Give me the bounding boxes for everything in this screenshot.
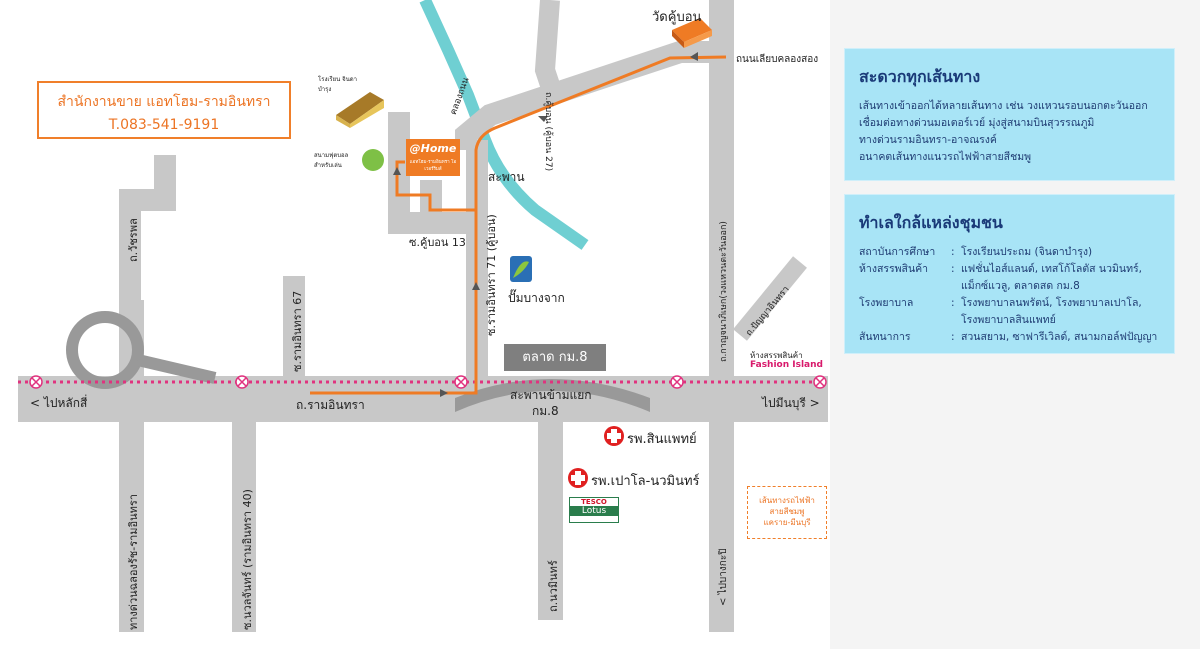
tesco-text: TESCO xyxy=(581,498,607,506)
mall-label: ห้างสรรพสินค้า xyxy=(750,351,803,360)
bridge-label: สะพาน xyxy=(488,170,525,184)
row-colon: : xyxy=(951,263,955,275)
row-key: ห้างสรรพสินค้า xyxy=(859,263,929,275)
convenience-title: สะดวกทุกเส้นทาง xyxy=(859,67,981,86)
to-laksi-label: < ไปหลักสี่ xyxy=(30,396,88,410)
row-key: โรงพยาบาล xyxy=(859,297,914,309)
khubon27-label: ถ.คู้บอน (คู้บอน 27) xyxy=(543,92,553,172)
khubon13-road xyxy=(388,112,410,217)
nawalchan-road xyxy=(232,420,256,632)
bts-line2: สายสีชมพู xyxy=(769,507,805,516)
nawalchan-label: ซ.นวลจันทร์ (รามอินทรา 40) xyxy=(241,489,254,630)
nawamin-road xyxy=(538,420,563,620)
convenience-line-4: อนาคตเส้นทางแนวรถไฟฟ้าสายสีชมพู xyxy=(859,151,1032,163)
community-row-mall: ห้างสรรพสินค้า : แฟชั่นไอส์แลนด์, เทสโก้… xyxy=(859,261,1160,295)
hospital-label-1: รพ.สินแพทย์ xyxy=(627,432,697,447)
kanchanaphisek-label: ถ.กาญจนาภิเษก(วงแหวนตะวันออก) xyxy=(719,221,729,362)
nawamin-label: ถ.นวมินทร์ xyxy=(547,560,560,612)
home-logo-title: @Home xyxy=(409,142,457,155)
row-value: โรงพยาบาลนพรัตน์, โรงพยาบาลเปาโล, โรงพยา… xyxy=(961,297,1142,326)
bts-line3: แคราย-มีนบุรี xyxy=(763,518,811,527)
community-row-recreation: สันทนาการ : สวนสยาม, ซาฟารีเวิลด์, สนามก… xyxy=(859,329,1160,346)
community-row-education: สถาบันการศึกษา : โรงเรียนประถม (จินดาบำร… xyxy=(859,244,1160,261)
hospital-label-2: รพ.เปาโล-นวมินทร์ xyxy=(591,474,700,489)
to-minburi-label: ไปมีนบุรี > xyxy=(762,396,820,410)
fashion-island-logo: Fashion Island xyxy=(750,360,823,370)
home-logo-sub: แอทโฮม-รามอินทรา โอเวอร์ริมส์ xyxy=(409,160,457,172)
convenience-line-2: เชื่อมต่อทางด่วนมอเตอร์เวย์ มุ่งสู่สนามบ… xyxy=(859,117,1095,129)
bts-line1: เส้นทางรถไฟฟ้า xyxy=(759,496,815,505)
soi-ramintra67-road xyxy=(283,276,305,378)
sales-office-box: สำนักงานขาย แอทโฮม-รามอินทรา T.083-541-9… xyxy=(37,81,291,139)
row-value: แฟชั่นไอส์แลนด์, เทสโก้โลตัส นวมินทร์, แ… xyxy=(961,263,1143,292)
community-row-hospital: โรงพยาบาล : โรงพยาบาลนพรัตน์, โรงพยาบาลเ… xyxy=(859,295,1160,329)
soi-ramintra67-label: ซ.รามอินทรา 67 xyxy=(291,290,304,372)
ramintra-road xyxy=(18,376,828,422)
row-key: สถาบันการศึกษา xyxy=(859,246,936,258)
khubon13-road-h xyxy=(388,212,478,234)
route-line xyxy=(310,55,727,395)
khubon27-road xyxy=(534,0,565,104)
row-key: สันทนาการ xyxy=(859,331,911,343)
row-value: สวนสยาม, ซาฟารีเวิลด์, สนามกอล์ฟปัญญา xyxy=(961,331,1158,343)
school-building xyxy=(336,92,384,128)
sales-title: สำนักงานขาย แอทโฮม-รามอินทรา xyxy=(57,94,271,110)
wacharaphon-label: ถ.วัชรพล xyxy=(127,218,140,262)
row-colon: : xyxy=(951,331,955,343)
wacharaphon-road xyxy=(119,155,176,300)
soi-khubon13-label: ซ.คู้บอน 13 xyxy=(409,236,466,249)
school-label: โรงเรียน จินดาบำรุง xyxy=(318,76,358,93)
flyover xyxy=(455,379,650,412)
community-panel: ทำเลใกล้แหล่งชุมชน สถาบันการศึกษา : โรงเ… xyxy=(844,194,1175,354)
at-home-marker[interactable]: @Home แอทโฮม-รามอินทรา โอเวอร์ริมส์ xyxy=(406,139,460,176)
convenience-line-3: ทางด่วนรามอินทรา-อาจณรงค์ xyxy=(859,134,997,146)
flyover-label-2: กม.8 xyxy=(532,404,559,418)
ramintra-label: ถ.รามอินทรา xyxy=(296,398,365,412)
hospital-icon-2 xyxy=(568,468,588,488)
gas-label: ปั๊มบางจาก xyxy=(508,291,565,305)
expressway-label: ทางด่วนฉลองรัช-รามอินทรา xyxy=(127,494,140,630)
route-branch xyxy=(395,160,476,212)
football-field xyxy=(362,149,384,171)
flyover-label-1: สะพานข้ามแยก xyxy=(510,388,592,402)
tesco-lotus-logo: TESCO Lotus xyxy=(569,497,619,523)
sales-phone[interactable]: T.083-541-9191 xyxy=(108,117,220,133)
row-value: โรงเรียนประถม (จินดาบำรุง) xyxy=(961,246,1093,258)
bangchak-icon xyxy=(510,256,532,282)
khlong-song-label: ถนนเลียบคลองสอง xyxy=(736,54,819,65)
row-colon: : xyxy=(951,246,955,258)
panya-road xyxy=(733,256,807,341)
hospital-icon-1 xyxy=(604,426,624,446)
convenience-panel: สะดวกทุกเส้นทาง เส้นทางเข้าออกได้หลายเส้… xyxy=(844,48,1175,181)
road-network xyxy=(18,0,828,632)
wat-label: วัดคู้บอน xyxy=(652,10,702,25)
soi-ramintra71-label: ซ.รามอินทรา 71 (คู้บอน) xyxy=(485,214,498,336)
field-label: สนามฟุตบอล สำหรับเล่น xyxy=(314,152,349,169)
kanchanaphisek-road xyxy=(709,0,734,632)
wat-building xyxy=(672,18,712,48)
map-area[interactable]: สำนักงานขาย แอทโฮม-รามอินทรา T.083-541-9… xyxy=(0,0,830,649)
community-title: ทำเลใกล้แหล่งชุมชน xyxy=(859,213,1003,232)
bts-legend: เส้นทางรถไฟฟ้า สายสีชมพู แคราย-มีนบุรี xyxy=(747,486,827,539)
lotus-text: Lotus xyxy=(570,506,618,516)
to-bangkapi-label: < ไปบางกะปิ xyxy=(718,548,729,606)
khlong-song-road xyxy=(455,41,734,150)
market-km8: ตลาด กม.8 xyxy=(504,344,606,371)
convenience-line-1: เส้นทางเข้าออกได้หลายเส้นทาง เช่น วงแหวน… xyxy=(859,100,1148,112)
row-colon: : xyxy=(951,297,955,309)
